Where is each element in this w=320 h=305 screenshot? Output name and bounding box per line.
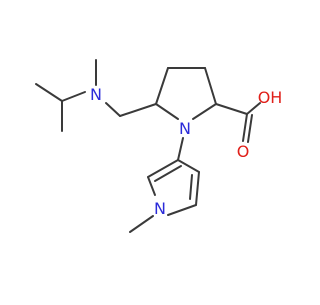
bond [215, 103, 248, 115]
bond [167, 204, 197, 216]
bond [246, 102, 261, 115]
bond [155, 103, 179, 120]
atom-labels: N N N OH O [90, 85, 282, 218]
bond [119, 103, 157, 117]
bond [147, 159, 179, 178]
bond [204, 67, 217, 105]
hydroxyl-label: OH [258, 88, 283, 107]
bond [61, 91, 86, 102]
bond [155, 67, 169, 105]
bond [105, 102, 121, 117]
bonds [35, 59, 261, 233]
molecule-diagram: N N N OH O [35, 59, 282, 233]
amine-nitrogen-label: N [90, 85, 102, 104]
bond [177, 137, 184, 161]
bond [129, 215, 154, 233]
bond [147, 176, 156, 196]
bond [195, 171, 200, 206]
pyrrole-nitrogen-label: N [154, 199, 166, 218]
ring-nitrogen-label: N [179, 119, 191, 138]
bond [189, 174, 193, 200]
bond [154, 165, 182, 182]
structure-canvas: N N N OH O [35, 59, 282, 233]
bond [192, 103, 217, 120]
bond [242, 113, 248, 142]
bond [247, 114, 253, 143]
carbonyl-oxygen-label: O [237, 142, 250, 161]
bond [177, 159, 200, 173]
bond [35, 83, 63, 102]
